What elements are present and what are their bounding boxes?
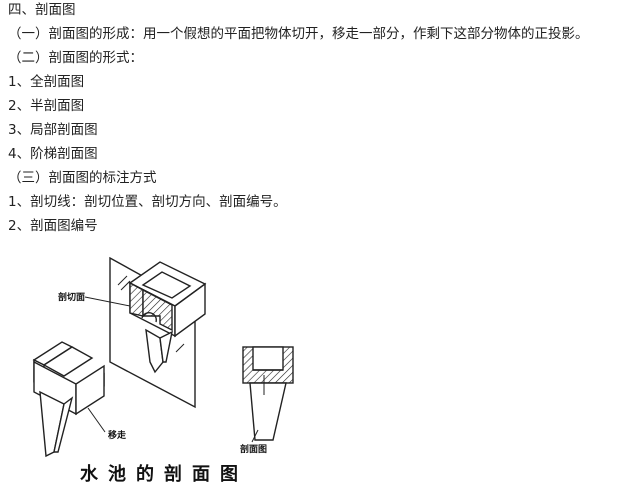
text-line-formation: （一）剖面图的形成：用一个假想的平面把物体切开，移走一部分，作剩下这部分物体的正… [8,26,589,42]
text-line-half-section: 2、半剖面图 [8,98,85,114]
removed-part [32,341,105,458]
section-view-drawing [242,346,294,441]
cut-plane-leader-line [84,296,131,307]
text-line-forms-heading: （二）剖面图的形式： [8,50,143,66]
text-line-cutting-line: 1、剖切线：剖切位置、剖切方向、剖面编号。 [8,194,287,210]
text-line-partial-section: 3、局部剖面图 [8,122,98,138]
remove-label: 移走 [108,429,126,441]
section-view-label: 剖面图 [240,443,267,455]
text-line-full-section: 1、全剖面图 [8,74,85,90]
section-view-leader-line [251,429,259,443]
section-heading: 四、剖面图 [8,2,76,18]
text-line-notation-heading: （三）剖面图的标注方式 [8,170,157,186]
remaining-part [128,261,207,374]
text-line-section-number: 2、剖面图编号 [8,218,98,234]
cut-plane-label: 剖切面 [58,291,85,303]
figure-caption: 水池的剖面图 [80,463,248,485]
remove-leader-line [87,407,106,433]
text-line-stepped-section: 4、阶梯剖面图 [8,146,98,162]
